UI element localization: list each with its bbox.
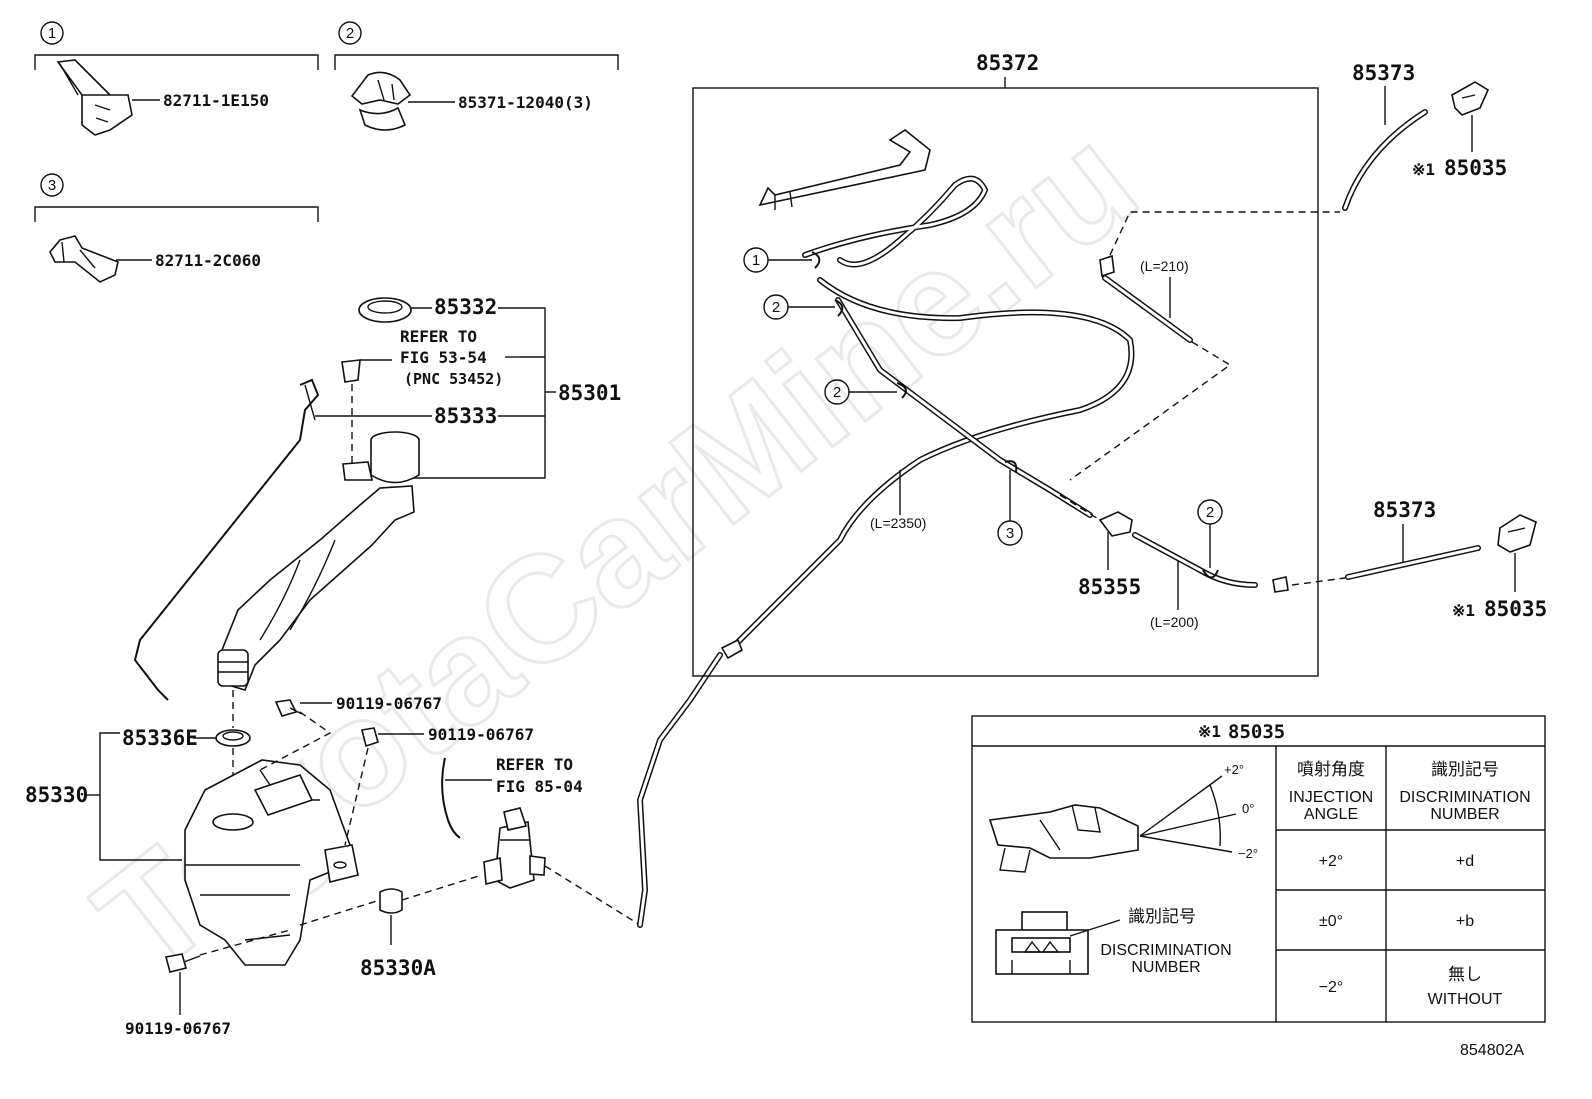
group-3: 3 82711-2C060	[34, 173, 319, 283]
hose-bracket-drawing	[758, 129, 931, 210]
part-85332-label: 85332	[434, 295, 497, 319]
angle-up-label: +2°	[1224, 762, 1244, 777]
nozzle-bottom-mark: ※1	[1452, 601, 1475, 620]
clip-82711-2C060-drawing	[49, 235, 119, 283]
table-title-mark: ※1	[1198, 722, 1221, 741]
pump-wire-drawing	[441, 757, 461, 839]
svg-text:3: 3	[1006, 525, 1014, 542]
angle-mid-label: 0°	[1242, 801, 1254, 816]
svg-text:2: 2	[833, 384, 841, 401]
row1-number: +d	[1456, 853, 1474, 870]
callout-2-a: 2	[763, 294, 844, 320]
header-injection-en2: ANGLE	[1304, 806, 1358, 823]
hose-end-connector	[720, 638, 744, 660]
header-disc-en2: NUMBER	[1430, 806, 1499, 823]
part-85372-label: 85372	[976, 51, 1039, 75]
nozzle-85035-top-label: 85035	[1444, 156, 1507, 180]
part-85330A-label: 85330A	[360, 956, 436, 980]
callout-3: 3	[997, 460, 1023, 546]
washer-tank-drawing	[184, 759, 359, 966]
header-disc-en1: DISCRIMINATION	[1399, 789, 1530, 806]
callout-2-c: 2	[1197, 499, 1223, 579]
refer-53-54-line3: (PNC 53452)	[404, 370, 503, 388]
discrimination-mark-illustration	[995, 911, 1121, 975]
part-85301-label: 85301	[558, 381, 621, 405]
nozzle-top-mark: ※1	[1412, 160, 1435, 179]
nozzle-bottom-group: 85373 ※1 85035	[1291, 498, 1547, 621]
nozzle-spec-table: ※1 85035 噴射角度 INJECTION ANGLE 識別記号 DISCR…	[971, 715, 1546, 1023]
refer-85-04-line1: REFER TO	[496, 755, 573, 774]
svg-text:1: 1	[752, 252, 760, 269]
row2-angle: ±0°	[1319, 913, 1343, 930]
header-injection-jp: 噴射角度	[1297, 760, 1365, 779]
bolt-3-drawing	[165, 953, 201, 973]
refer-85-04-line2: FIG 85-04	[496, 777, 583, 796]
table-title-part: 85035	[1228, 721, 1285, 743]
bolt-3-label: 90119-06767	[125, 1019, 231, 1038]
header-injection-en1: INJECTION	[1289, 789, 1373, 806]
bolt-2-label: 90119-06767	[428, 725, 534, 744]
callout-2-b: 2	[824, 379, 907, 405]
clamp-85371-drawing	[350, 71, 412, 131]
angle-down-label: −2°	[1238, 846, 1258, 861]
clip-82711-1E150-drawing	[56, 59, 133, 136]
hose-85373-bottom-label: 85373	[1373, 498, 1436, 522]
row3-number-en: WITHOUT	[1428, 991, 1503, 1008]
feed-hose-drawing	[636, 652, 723, 928]
group-3-number: 3	[48, 177, 56, 194]
callout-1: 1	[743, 247, 821, 273]
hose-assembly-box: 85372 (L=210) (L=2350) 8	[692, 51, 1340, 677]
header-disc-jp: 識別記号	[1431, 760, 1499, 779]
level-sensor-clip-drawing	[341, 359, 361, 383]
bolt-1-label: 90119-06767	[336, 694, 442, 713]
part-85355-label: 85355	[1078, 575, 1141, 599]
part-85330-label: 85330	[25, 783, 88, 807]
bolt-1-drawing	[274, 699, 303, 717]
part-82711-1E150-label: 82711-1E150	[163, 91, 269, 110]
figure-id: 854802A	[1460, 1042, 1524, 1059]
washer-tank-assembly: 85332 REFER TO FIG 53-54 (PNC 53452) 853…	[25, 295, 641, 1038]
nozzle-85035-top-drawing	[1451, 81, 1490, 116]
svg-text:2: 2	[1206, 504, 1214, 521]
nozzle-top-group: 85373 ※1 85035	[1342, 61, 1507, 211]
svg-text:2: 2	[772, 299, 780, 316]
joint-85355-drawing	[1098, 511, 1133, 537]
filler-neck-drawing	[217, 431, 420, 691]
group-1: 1 82711-1E150	[34, 21, 319, 136]
group-1-number: 1	[48, 25, 56, 42]
washer-pump-drawing	[483, 807, 546, 889]
row3-number-jp: 無し	[1448, 965, 1482, 984]
length-2350-label: (L=2350)	[870, 515, 926, 531]
cap-85332-drawing	[358, 297, 412, 323]
row2-number: +b	[1456, 913, 1474, 930]
group-3-badge	[40, 173, 64, 197]
grommet-85330A-drawing	[379, 888, 403, 914]
hose-85373-top-label: 85373	[1352, 61, 1415, 85]
refer-53-54-line2: FIG 53-54	[400, 348, 487, 367]
part-85333-label: 85333	[434, 404, 497, 428]
group-2: 2 85371-12040(3)	[334, 21, 619, 131]
refer-53-54-line1: REFER TO	[400, 327, 477, 346]
group-2-badge	[338, 21, 362, 45]
hose-box-frame	[692, 87, 1319, 677]
group-2-number: 2	[346, 25, 354, 42]
level-sensor-wire-drawing	[133, 378, 320, 701]
length-210-label: (L=210)	[1140, 258, 1189, 274]
group-1-badge	[40, 21, 64, 45]
nozzle-angle-illustration: +2° 0° −2°	[988, 762, 1258, 873]
disc-mark-en1: DISCRIMINATION	[1100, 942, 1231, 959]
disc-mark-en2: NUMBER	[1131, 959, 1200, 976]
disc-mark-jp: 識別記号	[1128, 907, 1196, 926]
nozzle-85035-bottom-label: 85035	[1484, 597, 1547, 621]
length-200-label: (L=200)	[1150, 614, 1199, 630]
part-82711-2C060-label: 82711-2C060	[155, 251, 261, 270]
bolt-2-drawing	[361, 727, 379, 748]
row1-angle: +2°	[1319, 853, 1344, 870]
hose-200-drawing	[1132, 532, 1258, 588]
row3-angle: −2°	[1319, 979, 1344, 996]
part-85336E-label: 85336E	[122, 726, 198, 750]
part-85371-label: 85371-12040(3)	[458, 93, 593, 112]
nozzle-85035-bottom-drawing	[1497, 514, 1537, 553]
